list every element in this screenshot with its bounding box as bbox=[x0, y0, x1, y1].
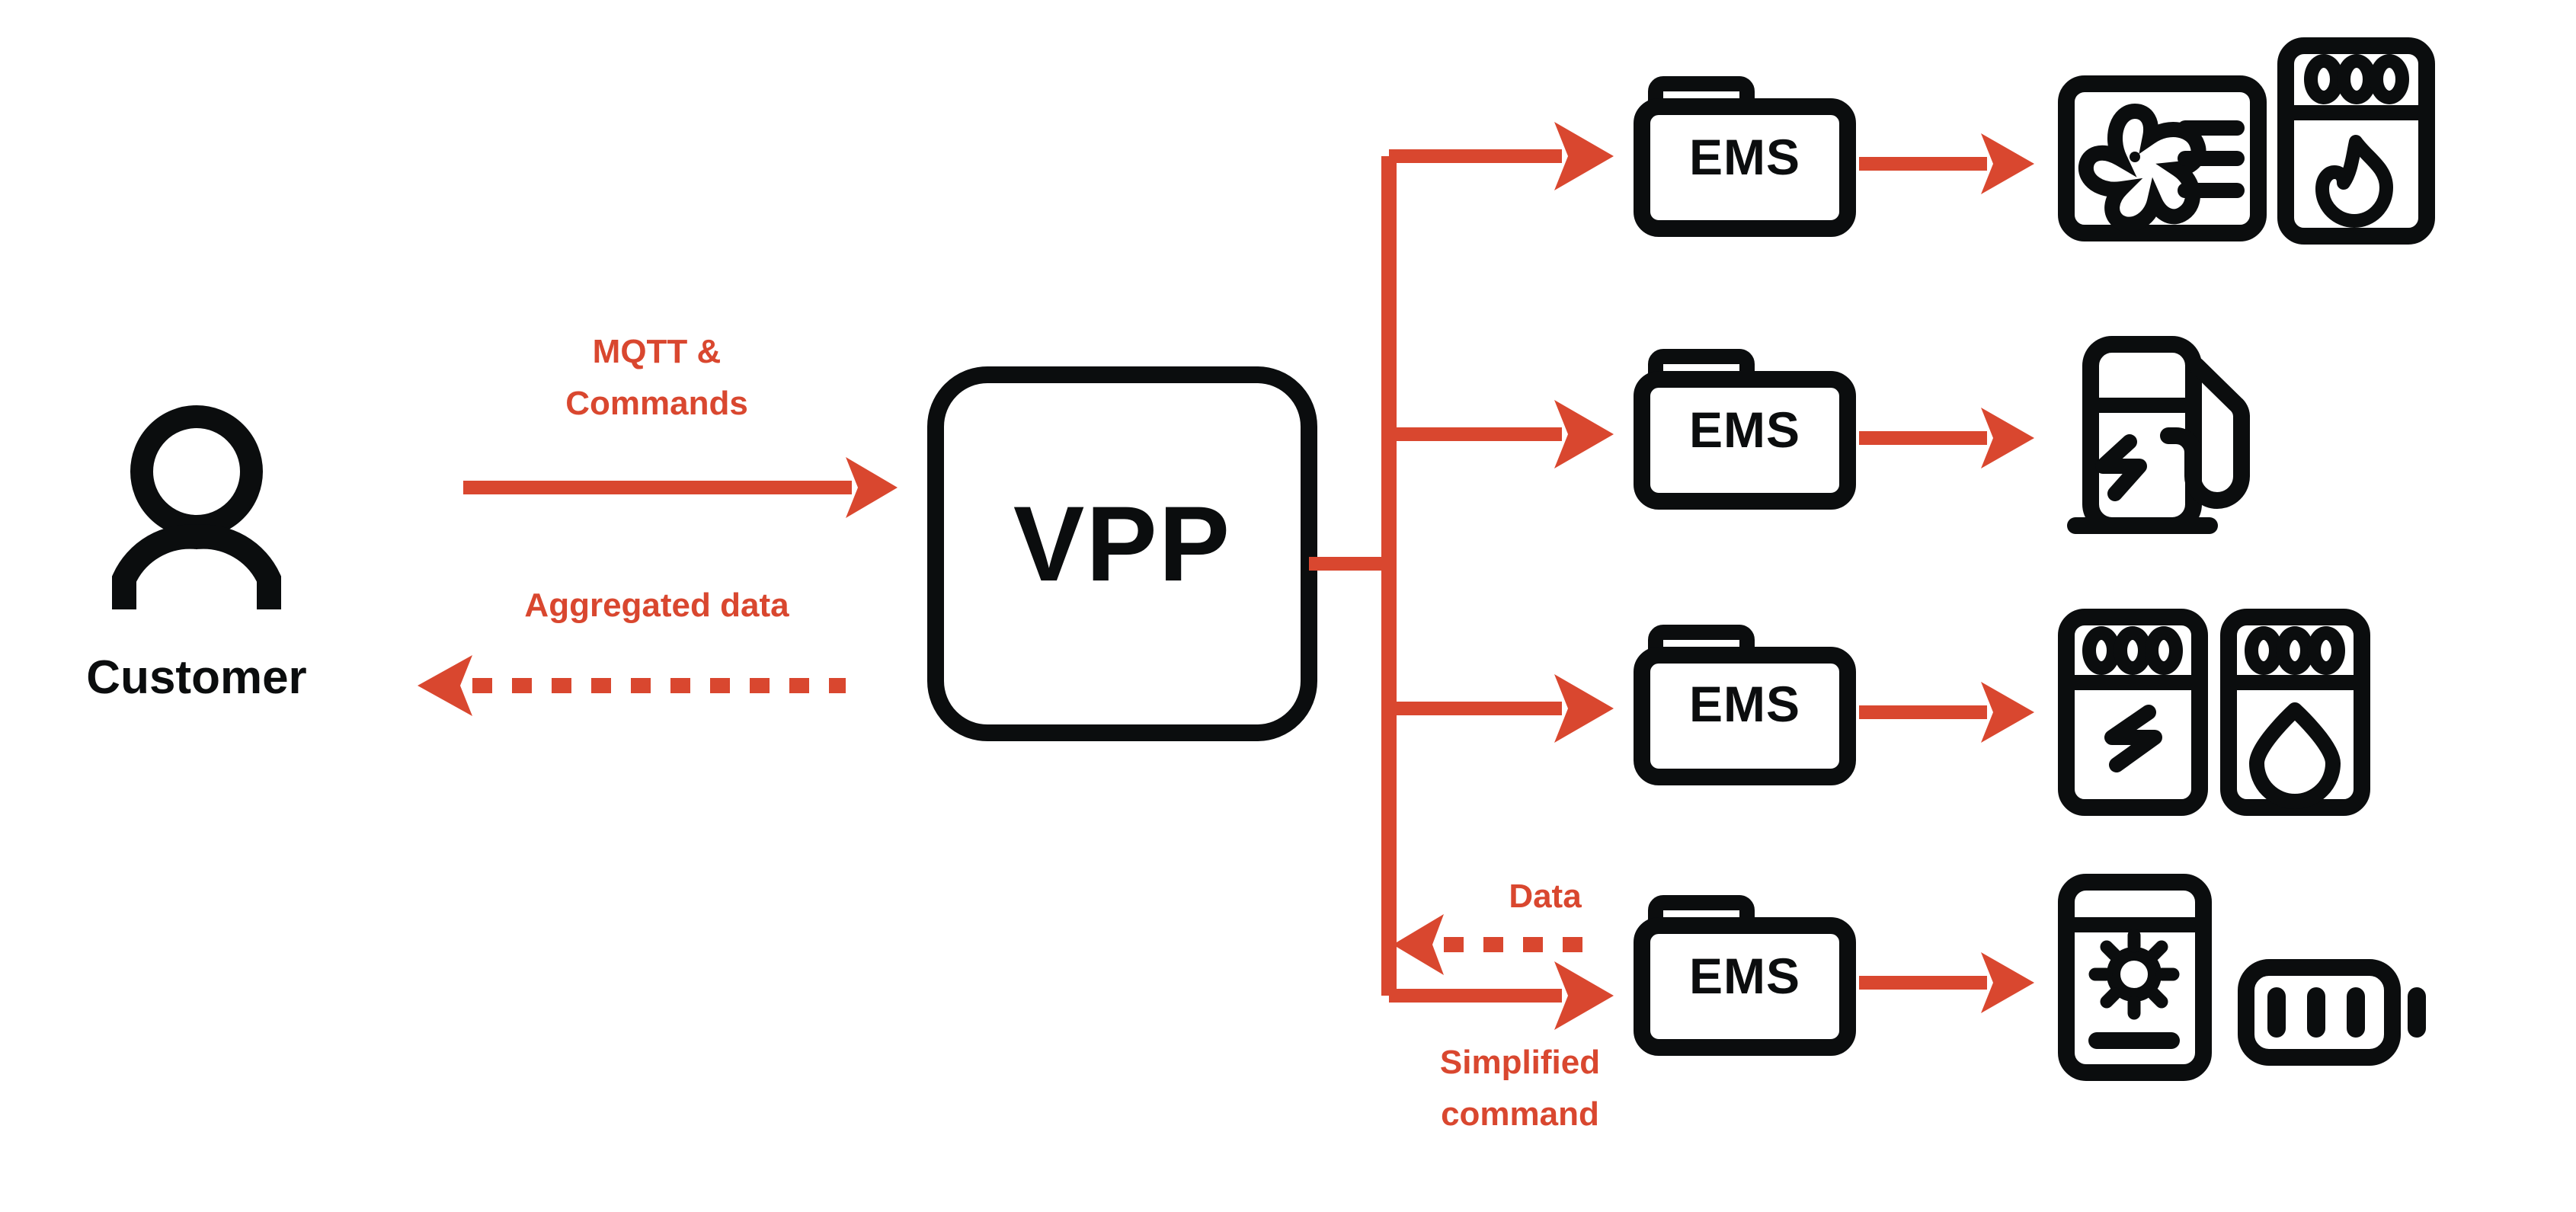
ems-label-4: EMS bbox=[1688, 948, 1801, 1004]
branch-arrow-1 bbox=[1389, 122, 1614, 190]
ev-charger-icon[interactable] bbox=[2067, 336, 2250, 534]
flow-label-mqtt-line1: MQTT & bbox=[592, 333, 722, 370]
hvac-unit-icon[interactable] bbox=[2058, 75, 2267, 241]
arrow-ems4-data-to-vpp bbox=[1393, 914, 1594, 975]
arrow-ems2-to-devices bbox=[1859, 408, 2034, 468]
flow-label-aggregated-data: Aggregated data bbox=[524, 587, 789, 624]
ems-label-3: EMS bbox=[1688, 676, 1801, 732]
arrow-customer-to-vpp bbox=[463, 457, 898, 518]
branch-arrow-2 bbox=[1389, 400, 1614, 468]
flow-label-data: Data bbox=[1509, 878, 1582, 915]
flow-label-mqtt-line2: Commands bbox=[565, 385, 748, 422]
ems-label-1: EMS bbox=[1688, 129, 1801, 185]
branch-arrow-3 bbox=[1389, 674, 1614, 743]
flow-label-simplified-line1: Simplified bbox=[1439, 1044, 1601, 1081]
ems-label-2: EMS bbox=[1688, 401, 1801, 458]
person-icon bbox=[112, 405, 281, 609]
vpp-label: VPP bbox=[1013, 484, 1232, 603]
water-meter-icon[interactable] bbox=[2220, 609, 2370, 816]
vpp-node[interactable] bbox=[927, 366, 1317, 741]
customer-label: Customer bbox=[86, 651, 307, 704]
branch-arrow-4 bbox=[1389, 961, 1614, 1030]
gas-boiler-icon[interactable] bbox=[2277, 37, 2435, 245]
electricity-meter-icon[interactable] bbox=[2058, 609, 2208, 816]
battery-icon[interactable] bbox=[2238, 959, 2426, 1066]
arrow-ems4-to-devices bbox=[1859, 952, 2034, 1013]
flow-label-simplified-line2: command bbox=[1441, 1095, 1599, 1133]
arrow-vpp-to-customer bbox=[418, 655, 846, 716]
arrow-ems1-to-devices bbox=[1859, 133, 2034, 194]
solar-inverter-icon[interactable] bbox=[2058, 874, 2212, 1081]
arrow-ems3-to-devices bbox=[1859, 682, 2034, 743]
